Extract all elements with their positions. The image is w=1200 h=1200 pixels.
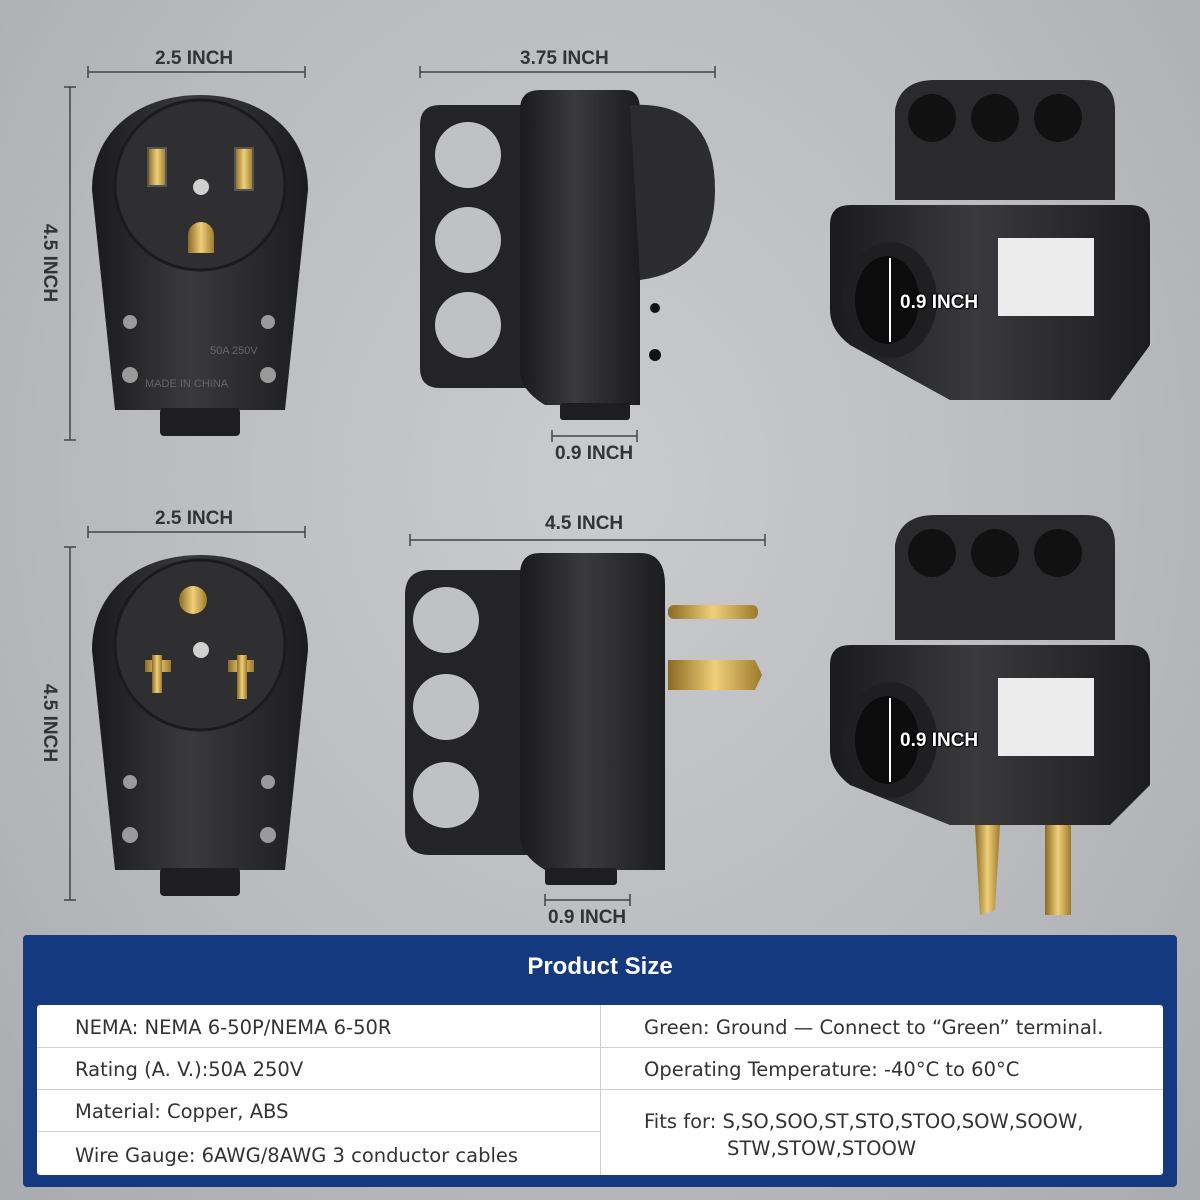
row-divider bbox=[600, 1089, 1163, 1090]
plug-front-view bbox=[92, 555, 308, 896]
dim-bot-left-height: 4.5 INCH bbox=[39, 683, 61, 763]
plug-side-view bbox=[405, 553, 762, 885]
dim-top-mid-width: 3.75 INCH bbox=[520, 48, 609, 69]
made-in-label: MADE IN CHINA bbox=[145, 378, 229, 390]
plug-back-view bbox=[830, 515, 1150, 915]
spec-material: Material: Copper, ABS bbox=[75, 1100, 289, 1123]
rating-label: 50A 250V bbox=[210, 345, 258, 357]
receptacle-front-view bbox=[92, 95, 308, 436]
spec-fits-for-cont: STW,STOW,STOOW bbox=[727, 1137, 917, 1160]
spec-fits-for: Fits for: S,SO,SOO,ST,STO,STOO,SOW,SOOW, bbox=[644, 1110, 1084, 1133]
spec-nema: NEMA: NEMA 6-50P/NEMA 6-50R bbox=[75, 1016, 392, 1039]
row-divider bbox=[37, 1047, 600, 1048]
row-divider bbox=[600, 1047, 1163, 1048]
dim-top-right-diameter: 0.9 INCH bbox=[900, 292, 979, 313]
dim-top-mid-bottom: 0.9 INCH bbox=[555, 443, 634, 464]
dim-top-left-height: 4.5 INCH bbox=[39, 223, 61, 303]
panel-title: Product Size bbox=[527, 953, 673, 980]
receptacle-side-view bbox=[420, 90, 715, 420]
spec-temperature: Operating Temperature: -40°C to 60°C bbox=[644, 1058, 1020, 1081]
table-divider bbox=[600, 1005, 601, 1175]
dim-bot-mid-bottom: 0.9 INCH bbox=[548, 907, 627, 928]
dim-bot-left-width: 2.5 INCH bbox=[155, 508, 234, 529]
spec-table: NEMA: NEMA 6-50P/NEMA 6-50R Rating (A. V… bbox=[37, 1005, 1163, 1175]
dimension-lines bbox=[64, 66, 766, 906]
product-illustrations bbox=[64, 66, 1150, 915]
row-divider bbox=[37, 1089, 600, 1090]
dim-bot-right-diameter: 0.9 INCH bbox=[900, 730, 979, 751]
dim-bot-mid-width: 4.5 INCH bbox=[545, 513, 624, 534]
spec-ground: Green: Ground — Connect to “Green” termi… bbox=[644, 1016, 1104, 1039]
spec-wire-gauge: Wire Gauge: 6AWG/8AWG 3 conductor cables bbox=[75, 1144, 519, 1167]
spec-rating: Rating (A. V.):50A 250V bbox=[75, 1058, 304, 1081]
dim-top-left-width: 2.5 INCH bbox=[155, 48, 234, 69]
product-size-panel: Product Size NEMA: NEMA 6-50P/NEMA 6-50R… bbox=[23, 935, 1177, 1187]
row-divider bbox=[37, 1131, 600, 1132]
receptacle-back-view bbox=[830, 80, 1150, 400]
